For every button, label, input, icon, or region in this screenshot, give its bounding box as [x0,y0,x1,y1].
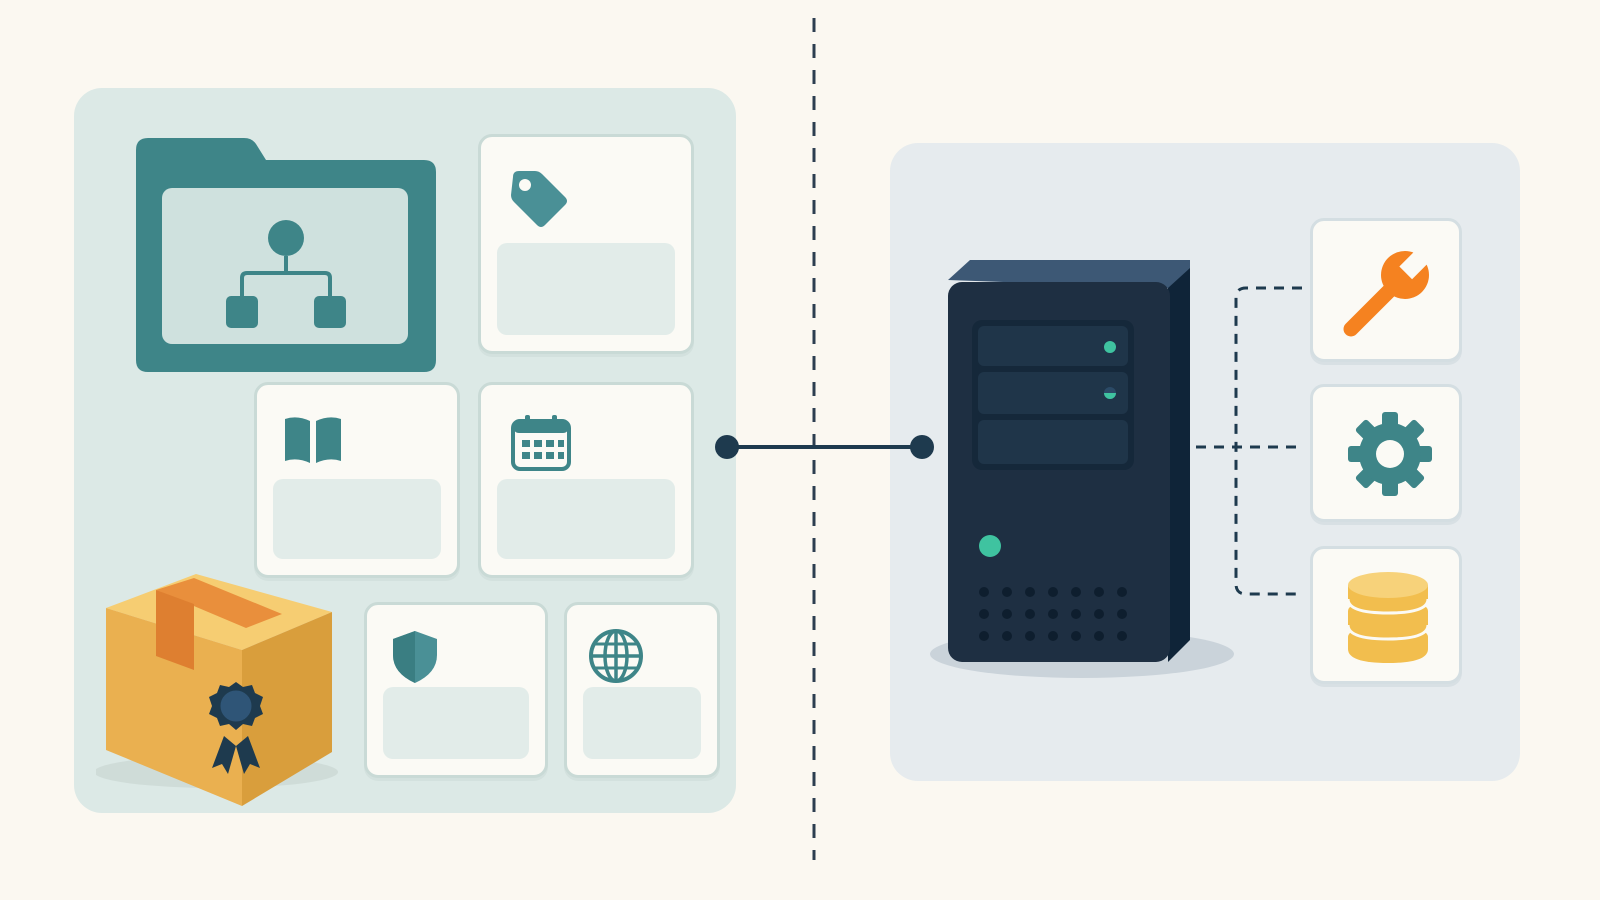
book-card-placeholder [273,479,441,559]
globe-icon [589,629,643,683]
wrench-icon [1343,245,1434,337]
book-card [254,382,460,578]
vertical-divider [812,18,816,860]
package-box-icon [96,574,338,806]
database-tile [1310,546,1462,684]
shield-card-placeholder [383,687,529,759]
gear-tile [1310,384,1462,522]
wrench-tile [1310,218,1462,362]
database-icon [1346,572,1430,663]
server-tower-icon [930,260,1234,678]
calendar-card [478,382,694,578]
award-ribbon-icon [209,682,263,774]
connection-link [715,435,934,459]
tag-card-placeholder [497,243,675,335]
service-branch-lines [1196,286,1302,596]
book-icon [285,417,341,463]
tag-icon [511,171,567,227]
calendar-card-placeholder [497,479,675,559]
gear-icon [1348,412,1432,496]
folder-hierarchy-icon [136,138,436,372]
globe-card [564,602,720,778]
calendar-icon [511,415,571,471]
shield-card [364,602,548,778]
tag-card [478,134,694,354]
globe-card-placeholder [583,687,701,759]
shield-icon [393,631,437,683]
